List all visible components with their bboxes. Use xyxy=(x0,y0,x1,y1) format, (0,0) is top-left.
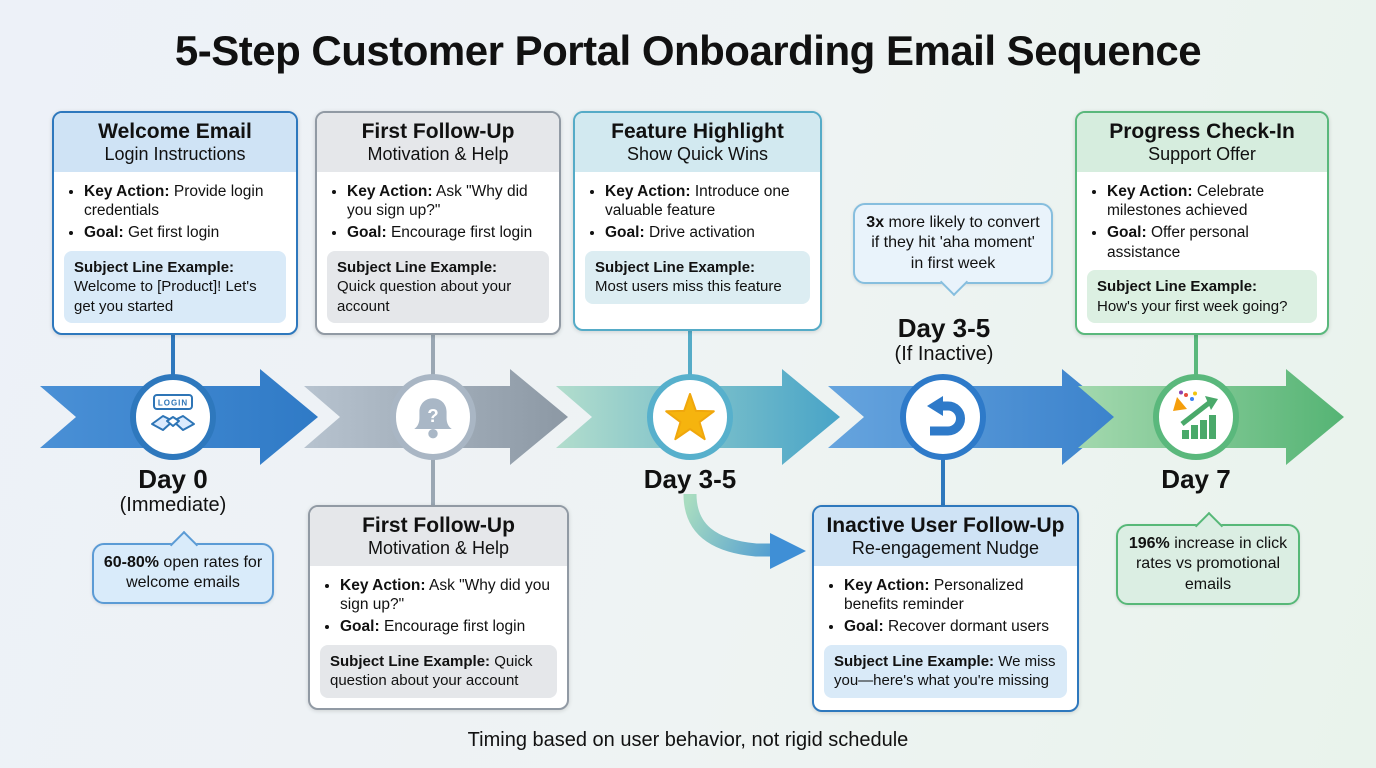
card-header: Inactive User Follow-Up Re-engagement Nu… xyxy=(814,507,1077,566)
goal-item: Goal: Get first login xyxy=(84,223,286,243)
card-header: First Follow-Up Motivation & Help xyxy=(310,507,567,566)
label-day-3-5-inactive-sub: (If Inactive) xyxy=(894,343,994,365)
card-header: Feature Highlight Show Quick Wins xyxy=(575,113,820,172)
page-title: 5-Step Customer Portal Onboarding Email … xyxy=(174,27,1202,74)
key-action-item: Key Action: Celebrate milestones achieve… xyxy=(1107,182,1317,221)
subject-line-box: Subject Line Example: Welcome to [Produc… xyxy=(64,250,286,324)
card-body: Key Action: Celebrate milestones achieve… xyxy=(1077,172,1327,334)
card-title: Feature Highlight xyxy=(611,120,784,143)
label-day-7: Day 7 xyxy=(1161,464,1231,494)
growth-chart-confetti-icon xyxy=(1173,390,1218,439)
card-body: Key Action: Personalized benefits remind… xyxy=(814,566,1077,708)
card-header: Progress Check-In Support Offer xyxy=(1077,113,1327,172)
return-arrow-icon xyxy=(927,396,965,436)
callout-open-rates: 60-80% open rates for welcome emails xyxy=(92,530,274,604)
subject-line-box: Subject Line Example: We miss you—here's… xyxy=(824,644,1067,698)
subject-line-box: Subject Line Example: Quick question abo… xyxy=(327,250,549,324)
subject-line-box: Subject Line Example: Quick question abo… xyxy=(320,644,557,698)
card-title: Progress Check-In xyxy=(1109,120,1295,143)
goal-item: Goal: Recover dormant users xyxy=(844,617,1067,637)
star-icon xyxy=(665,393,715,441)
card-title: First Follow-Up xyxy=(362,514,515,537)
key-action-item: Key Action: Personalized benefits remind… xyxy=(844,576,1067,615)
key-action-item: Key Action: Provide login credentials xyxy=(84,182,286,221)
card-subtitle: Re-engagement Nudge xyxy=(851,538,1040,559)
card-subtitle: Motivation & Help xyxy=(367,144,509,165)
card-title: Welcome Email xyxy=(98,120,252,143)
svg-text:?: ? xyxy=(427,405,438,426)
card-subtitle: Login Instructions xyxy=(104,144,246,165)
step-circle-feature xyxy=(647,374,733,460)
label-day-0-sub: (Immediate) xyxy=(119,494,227,516)
card-progress-check-in: Progress Check-In Support Offer Key Acti… xyxy=(1075,111,1329,336)
login-handshake-icon: LOGIN xyxy=(151,394,195,431)
card-feature-highlight: Feature Highlight Show Quick Wins Key Ac… xyxy=(573,111,822,331)
key-action-item: Key Action: Ask "Why did you sign up?" xyxy=(340,576,557,615)
card-subtitle: Motivation & Help xyxy=(367,538,510,559)
goal-item: Goal: Encourage first login xyxy=(340,617,557,637)
card-title: Inactive User Follow-Up xyxy=(826,514,1065,537)
card-first-follow-up-bottom: First Follow-Up Motivation & Help Key Ac… xyxy=(308,505,569,710)
connector-line xyxy=(431,328,435,376)
card-header: Welcome Email Login Instructions xyxy=(54,113,296,172)
card-header: First Follow-Up Motivation & Help xyxy=(317,113,559,172)
callout-aha-moment: 3x more likely to convert if they hit 'a… xyxy=(853,203,1053,297)
card-subtitle: Show Quick Wins xyxy=(626,144,769,165)
step-circle-welcome: LOGIN xyxy=(130,374,216,460)
callout-click-rates: 196% increase in click rates vs promotio… xyxy=(1116,511,1300,605)
card-body: Key Action: Ask "Why did you sign up?" G… xyxy=(310,566,567,708)
svg-text:LOGIN: LOGIN xyxy=(158,399,188,408)
goal-item: Goal: Offer personal assistance xyxy=(1107,223,1317,262)
step-circle-inactive xyxy=(900,374,986,460)
step-circle-progress xyxy=(1153,374,1239,460)
card-welcome-email: Welcome Email Login Instructions Key Act… xyxy=(52,111,298,336)
connector-line xyxy=(171,328,175,376)
label-day-0: Day 0 xyxy=(138,464,208,494)
card-body: Key Action: Provide login credentials Go… xyxy=(54,172,296,334)
card-subtitle: Support Offer xyxy=(1148,144,1256,165)
card-body: Key Action: Ask "Why did you sign up?" G… xyxy=(317,172,559,334)
bell-question-icon: ? xyxy=(414,398,452,439)
card-inactive-user-follow-up: Inactive User Follow-Up Re-engagement Nu… xyxy=(812,505,1079,712)
step-circle-follow-up: ? xyxy=(390,374,476,460)
label-day-3-5-inactive: Day 3-5 xyxy=(897,313,991,343)
connector-line xyxy=(688,330,692,376)
label-day-3-5: Day 3-5 xyxy=(643,464,737,494)
subject-line-box: Subject Line Example: Most users miss th… xyxy=(585,250,810,304)
connector-line xyxy=(431,456,435,507)
key-action-item: Key Action: Introduce one valuable featu… xyxy=(605,182,810,221)
card-body: Key Action: Introduce one valuable featu… xyxy=(575,172,820,314)
footer-note: Timing based on user behavior, not rigid… xyxy=(467,729,909,751)
curved-branch-arrow xyxy=(683,493,806,569)
goal-item: Goal: Encourage first login xyxy=(347,223,549,243)
connector-line xyxy=(1194,332,1198,376)
goal-item: Goal: Drive activation xyxy=(605,223,810,243)
card-first-follow-up-top: First Follow-Up Motivation & Help Key Ac… xyxy=(315,111,561,336)
subject-line-box: Subject Line Example: How's your first w… xyxy=(1087,270,1317,324)
card-title: First Follow-Up xyxy=(361,120,515,143)
connector-line xyxy=(941,456,945,507)
key-action-item: Key Action: Ask "Why did you sign up?" xyxy=(347,182,549,221)
